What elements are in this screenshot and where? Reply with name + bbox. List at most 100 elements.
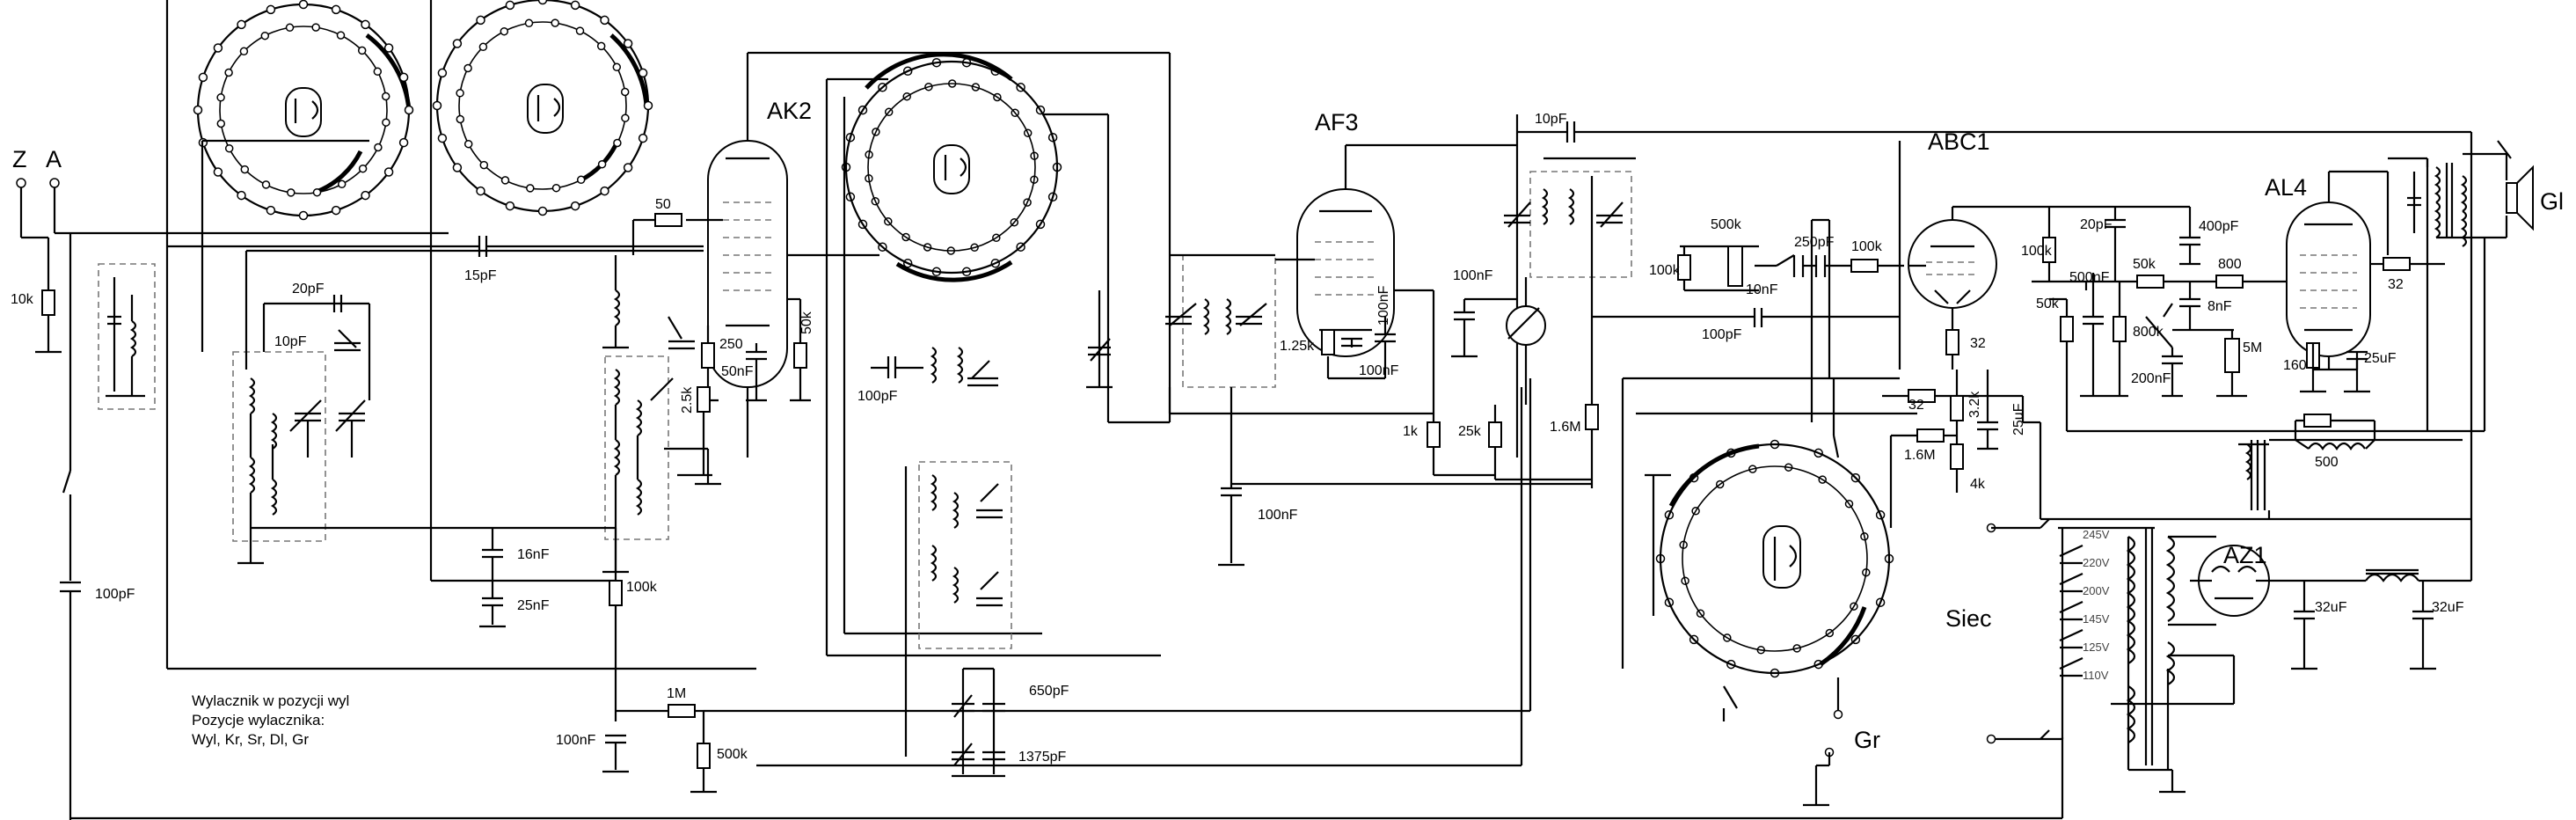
label-r-500-psu: 500 xyxy=(2315,455,2339,470)
label-c-50nf: 50nF xyxy=(721,364,754,379)
label-r-50: 50 xyxy=(655,197,671,212)
label-c-100pf-det: 100pF xyxy=(1702,327,1742,342)
switch-contact-pin xyxy=(382,118,390,127)
switch-contact-pin xyxy=(298,210,309,221)
switch-contact-pin xyxy=(358,164,368,173)
tube-abc1 xyxy=(1908,219,1997,309)
tube-af3 xyxy=(1296,188,1395,357)
switch-contact-pin xyxy=(505,201,515,211)
switch-contact-pin xyxy=(452,163,463,172)
label-c-400pf: 400pF xyxy=(2199,219,2239,234)
switch-contact-pin xyxy=(374,143,383,152)
power-supply-section xyxy=(1986,396,2473,794)
resistor-4k xyxy=(1950,443,1964,470)
label-c-100nf-af3c: 100nF xyxy=(1258,508,1298,523)
switch-contact-pin xyxy=(311,23,320,32)
switch-contact-pin xyxy=(456,114,465,124)
switch-contact-pin xyxy=(551,183,561,193)
detector-section xyxy=(1451,114,2471,669)
label-r-50k-al4: 50k xyxy=(2133,257,2156,272)
resistor-100k-vol xyxy=(1677,254,1691,281)
label-c-100pf-ant: 100pF xyxy=(95,587,135,602)
switch-contact-pin xyxy=(463,139,473,149)
resistor-50k-abc xyxy=(2060,316,2074,342)
resistor-800k xyxy=(2113,316,2127,342)
switch-contact-pin xyxy=(383,43,394,53)
switch-contact-pin xyxy=(620,87,630,97)
switch-contact-pin xyxy=(452,39,463,48)
switch-contact-pin xyxy=(285,23,295,33)
label-p-5m: 5M xyxy=(2243,340,2262,355)
resistor-25k xyxy=(1488,421,1502,448)
switch-contact-pin xyxy=(261,180,271,189)
label-r-32-abc: 32 xyxy=(1970,336,1986,351)
ak2-mixer-section xyxy=(602,51,1171,778)
label-r-32-al4: 32 xyxy=(2388,277,2404,292)
switch-contact-pin xyxy=(361,190,370,201)
label-r-1m: 1M xyxy=(667,686,686,701)
resistor-1-6m-b xyxy=(1916,428,1945,443)
switch-contact-pin xyxy=(331,205,341,216)
switch-contact-pin xyxy=(432,100,442,111)
switch-contact-pin xyxy=(456,89,464,98)
switch-contact-pin xyxy=(437,133,448,143)
switch-contact-pin xyxy=(224,68,233,77)
switch-contact-pin xyxy=(613,138,622,148)
label-c-100pf-if: 100pF xyxy=(857,389,898,404)
abc1-section xyxy=(1882,205,2485,528)
switch-contact-pin xyxy=(570,201,580,211)
label-c-1375pf: 1375pF xyxy=(1018,750,1066,765)
speaker-icon xyxy=(2516,165,2534,231)
label-r-1-25k: 1.25k xyxy=(1280,339,1315,354)
label-c-100nf-det: 100nF xyxy=(1453,268,1493,283)
label-r-50k: 50k xyxy=(799,311,814,334)
switch-contact-pin xyxy=(537,206,548,216)
label-c-10pf-top: 10pF xyxy=(1535,112,1567,127)
label-r-250: 250 xyxy=(719,337,743,352)
switch-contact-pin xyxy=(643,100,653,111)
label-tube-ak2: AK2 xyxy=(767,98,812,124)
label-c-10pf-osc: 10pF xyxy=(274,334,307,349)
switch-contact-pin xyxy=(570,0,580,11)
label-r-100k-vol: 100k xyxy=(1649,263,1681,278)
switch-contact-pin xyxy=(287,188,296,197)
switch-contact-pin xyxy=(404,105,414,115)
resistor-50 xyxy=(654,213,682,227)
label-c-650pf: 650pF xyxy=(1029,684,1069,699)
switch-contact-pin xyxy=(621,113,630,122)
switch-contact-pin xyxy=(600,186,609,196)
label-z: Z xyxy=(12,146,27,172)
switch-contact-pin xyxy=(383,167,394,177)
label-tap-245v: 245V xyxy=(2083,528,2110,541)
al4-output-section xyxy=(2286,132,2534,519)
note-line-2: Pozycje wylacznika: xyxy=(192,712,325,728)
label-r-800k: 800k xyxy=(2133,325,2164,340)
label-speaker: Gl xyxy=(2540,188,2564,215)
switch-contact-pin xyxy=(312,187,322,197)
resistor-250 xyxy=(701,342,715,369)
label-r-500k: 500k xyxy=(717,747,748,762)
switch-contact-pin xyxy=(575,26,585,35)
label-c-25uf-al4: 25uF xyxy=(2364,351,2397,366)
switch-contact-pin xyxy=(479,160,489,170)
switch-contact-pin xyxy=(213,43,223,53)
label-c-32uf-a: 32uF xyxy=(2315,600,2347,615)
label-c-25nf: 25nF xyxy=(517,598,550,613)
label-c-25uf-abc: 25uF xyxy=(2011,403,2026,436)
resistor-800 xyxy=(2215,275,2244,289)
label-r-2-5k: 2.5k xyxy=(680,386,695,414)
resistor-1-6m xyxy=(1585,404,1599,430)
switch-contact-pin xyxy=(478,42,488,52)
switch-contact-pin xyxy=(638,133,648,143)
label-r-1-6m: 1.6M xyxy=(1550,420,1581,435)
switch-contact-pin xyxy=(240,165,250,174)
label-tube-al4: AL4 xyxy=(2265,174,2307,201)
switch-contact-pin xyxy=(357,46,367,55)
switch-contact-pin xyxy=(373,67,383,77)
switch-contact-pin xyxy=(193,105,203,115)
potentiometer-500k xyxy=(1727,245,1743,287)
switch-contact-pin xyxy=(381,92,390,101)
resistor-50k-al4 xyxy=(2136,275,2164,289)
rf-oscillator-block xyxy=(70,0,2064,820)
